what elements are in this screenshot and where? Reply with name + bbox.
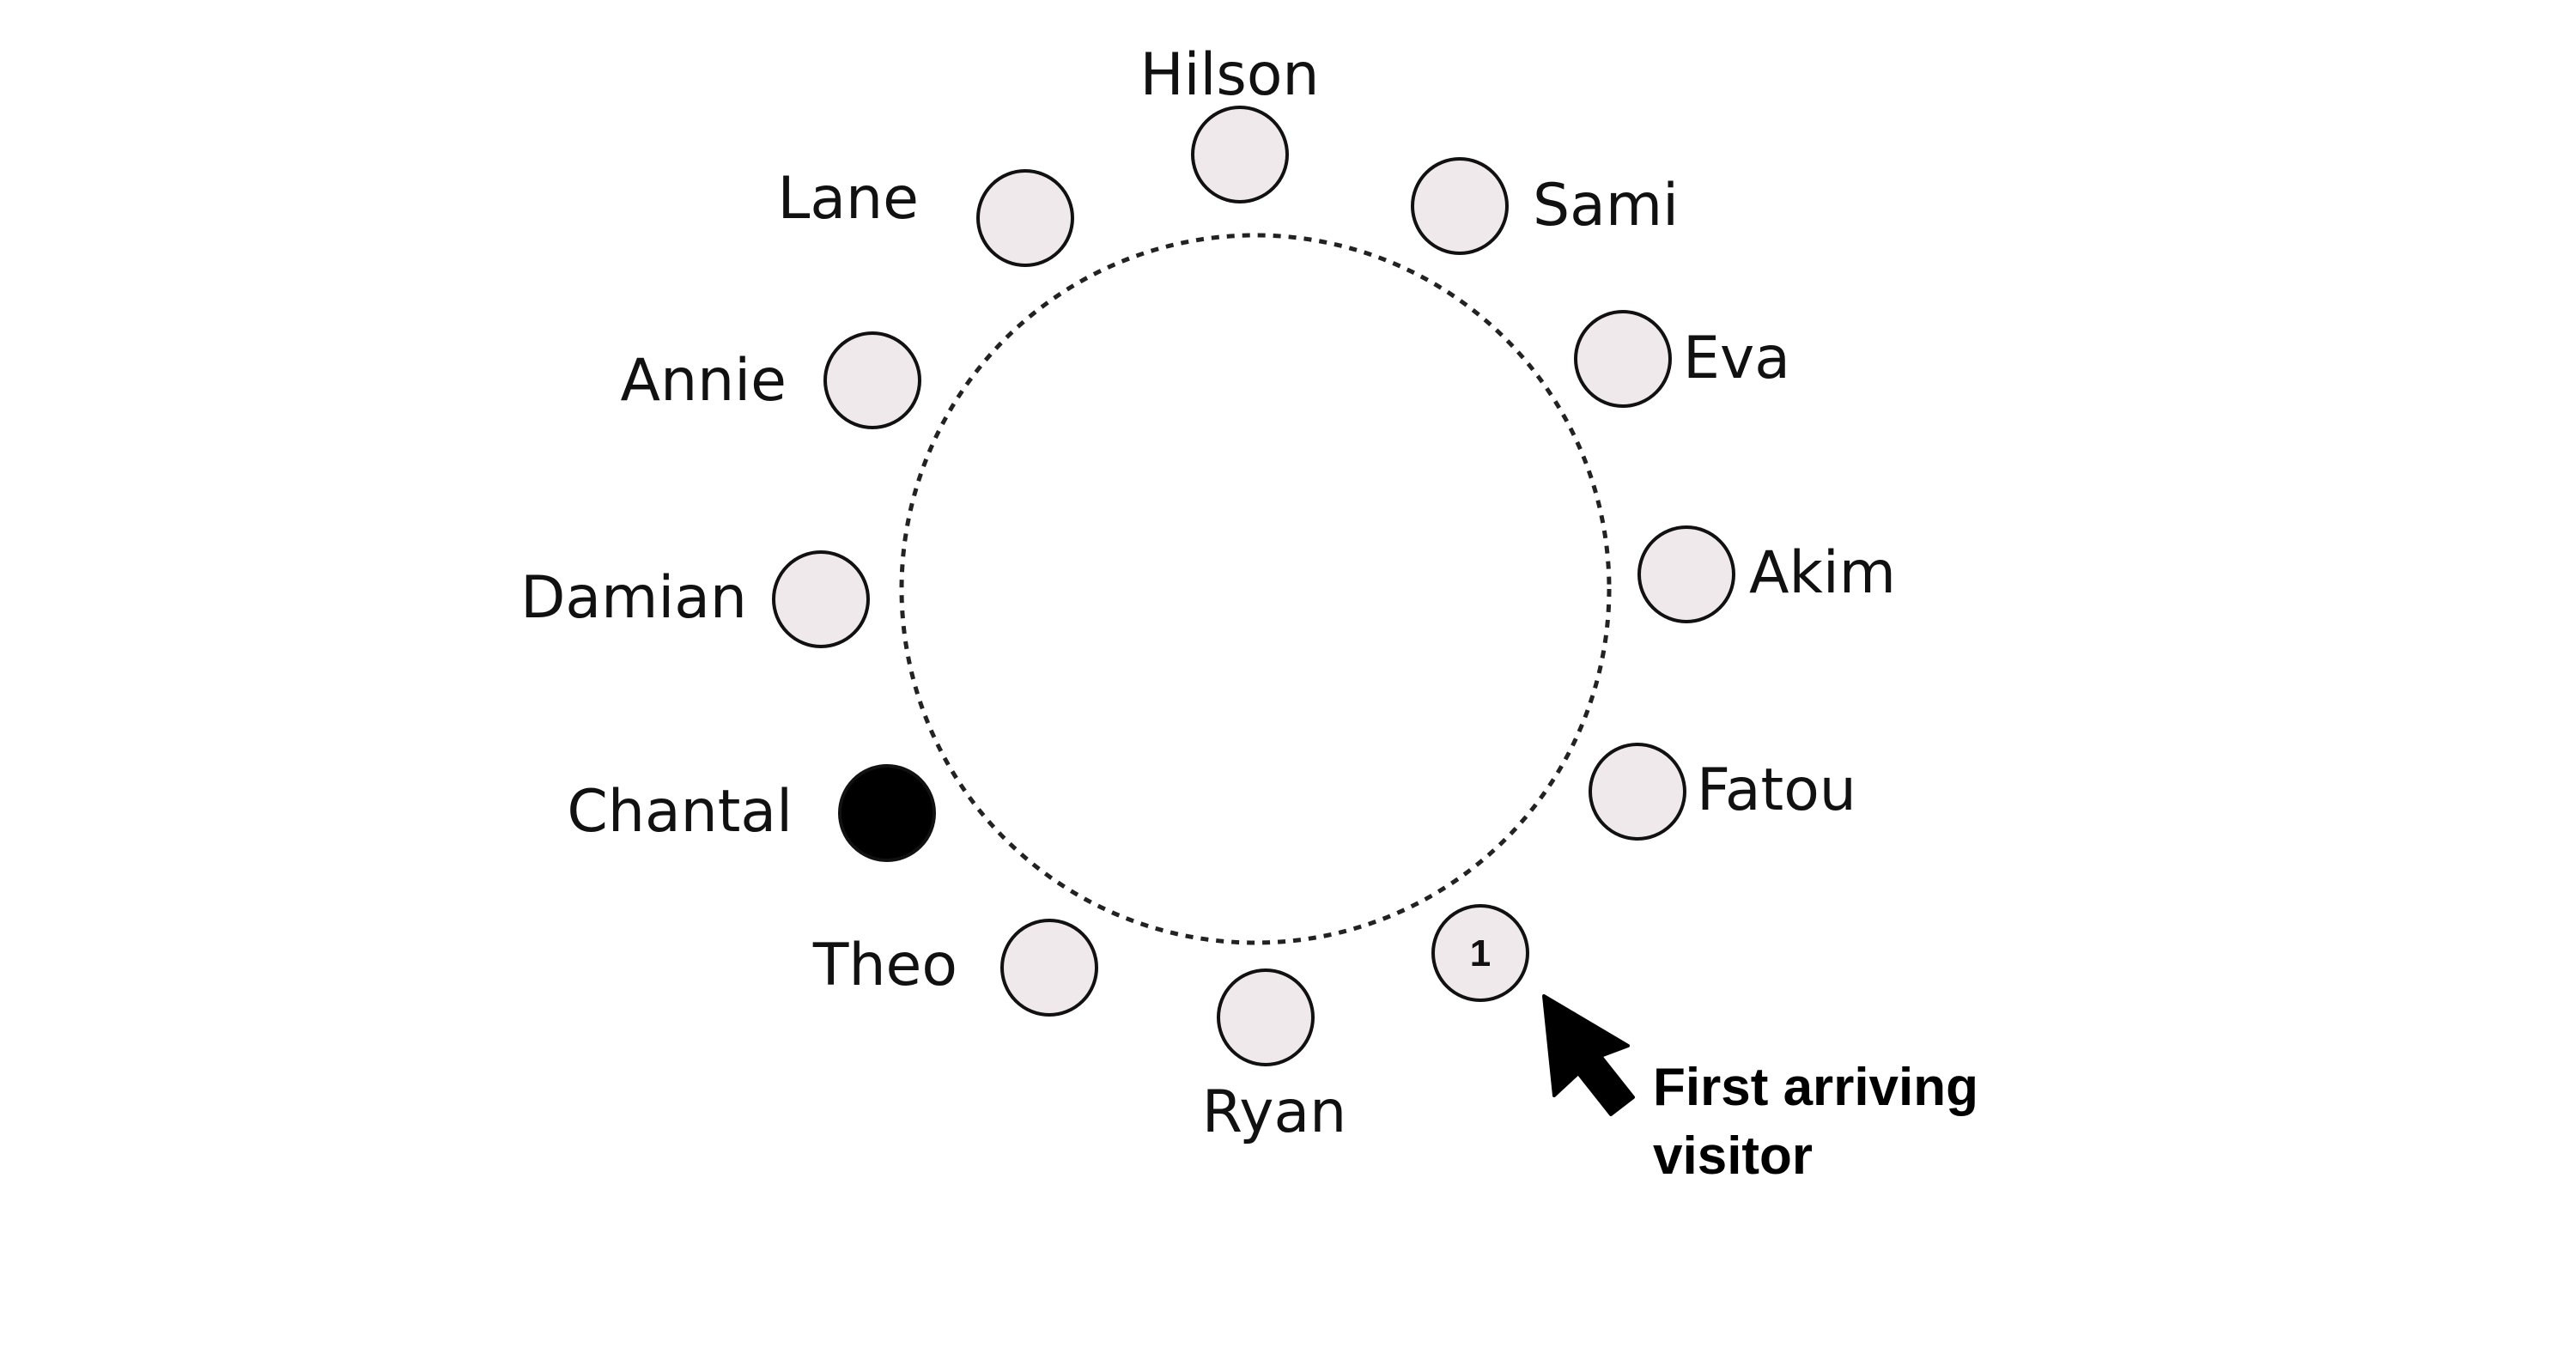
seat-marker	[976, 169, 1074, 267]
seat-marker	[1217, 968, 1315, 1066]
seat-label: Eva	[1683, 325, 1790, 392]
seat-marker	[1411, 157, 1509, 255]
seat-label: Chantal	[567, 778, 793, 846]
seat: Lane	[778, 165, 1074, 267]
table-ring	[899, 233, 1612, 945]
seat-marker	[1589, 743, 1686, 841]
first-visitor-callout: First arriving visitor	[1542, 994, 1978, 1186]
seat-number: 1	[1470, 932, 1491, 974]
seat: Damian	[520, 550, 870, 648]
seat-label: Fatou	[1697, 756, 1856, 824]
seat: 1	[1431, 904, 1529, 1002]
seat: Hilson	[1139, 41, 1320, 203]
seat-marker	[1191, 106, 1289, 203]
arrow-cursor-icon	[1542, 994, 1635, 1116]
seat-label: Sami	[1533, 172, 1679, 240]
seat-label: Lane	[778, 165, 920, 233]
annotation-line-2: visitor	[1653, 1126, 1813, 1186]
seat: Ryan	[1202, 968, 1347, 1146]
seat: Akim	[1637, 525, 1896, 623]
annotation-line-1: First arriving	[1653, 1058, 1978, 1117]
seat-marker	[772, 550, 870, 648]
seat-marker	[1637, 525, 1735, 623]
seat-label: Theo	[812, 932, 957, 999]
seat: Sami	[1411, 157, 1679, 255]
seat-marker-occupied	[838, 764, 936, 862]
seat: Chantal	[567, 764, 936, 862]
seat-marker	[1431, 904, 1529, 1002]
seat-label: Damian	[520, 564, 747, 632]
seat: Theo	[812, 919, 1098, 1017]
seat: Annie	[621, 331, 921, 429]
seat-marker	[823, 331, 921, 429]
seat-label: Ryan	[1202, 1078, 1347, 1146]
seat-marker	[1574, 310, 1672, 408]
seat-marker	[1000, 919, 1098, 1017]
seat-label: Hilson	[1139, 41, 1319, 109]
seat-label: Annie	[621, 347, 787, 415]
seat-label: Akim	[1749, 539, 1896, 607]
seat: Eva	[1574, 310, 1790, 408]
seat: Fatou	[1589, 743, 1856, 841]
